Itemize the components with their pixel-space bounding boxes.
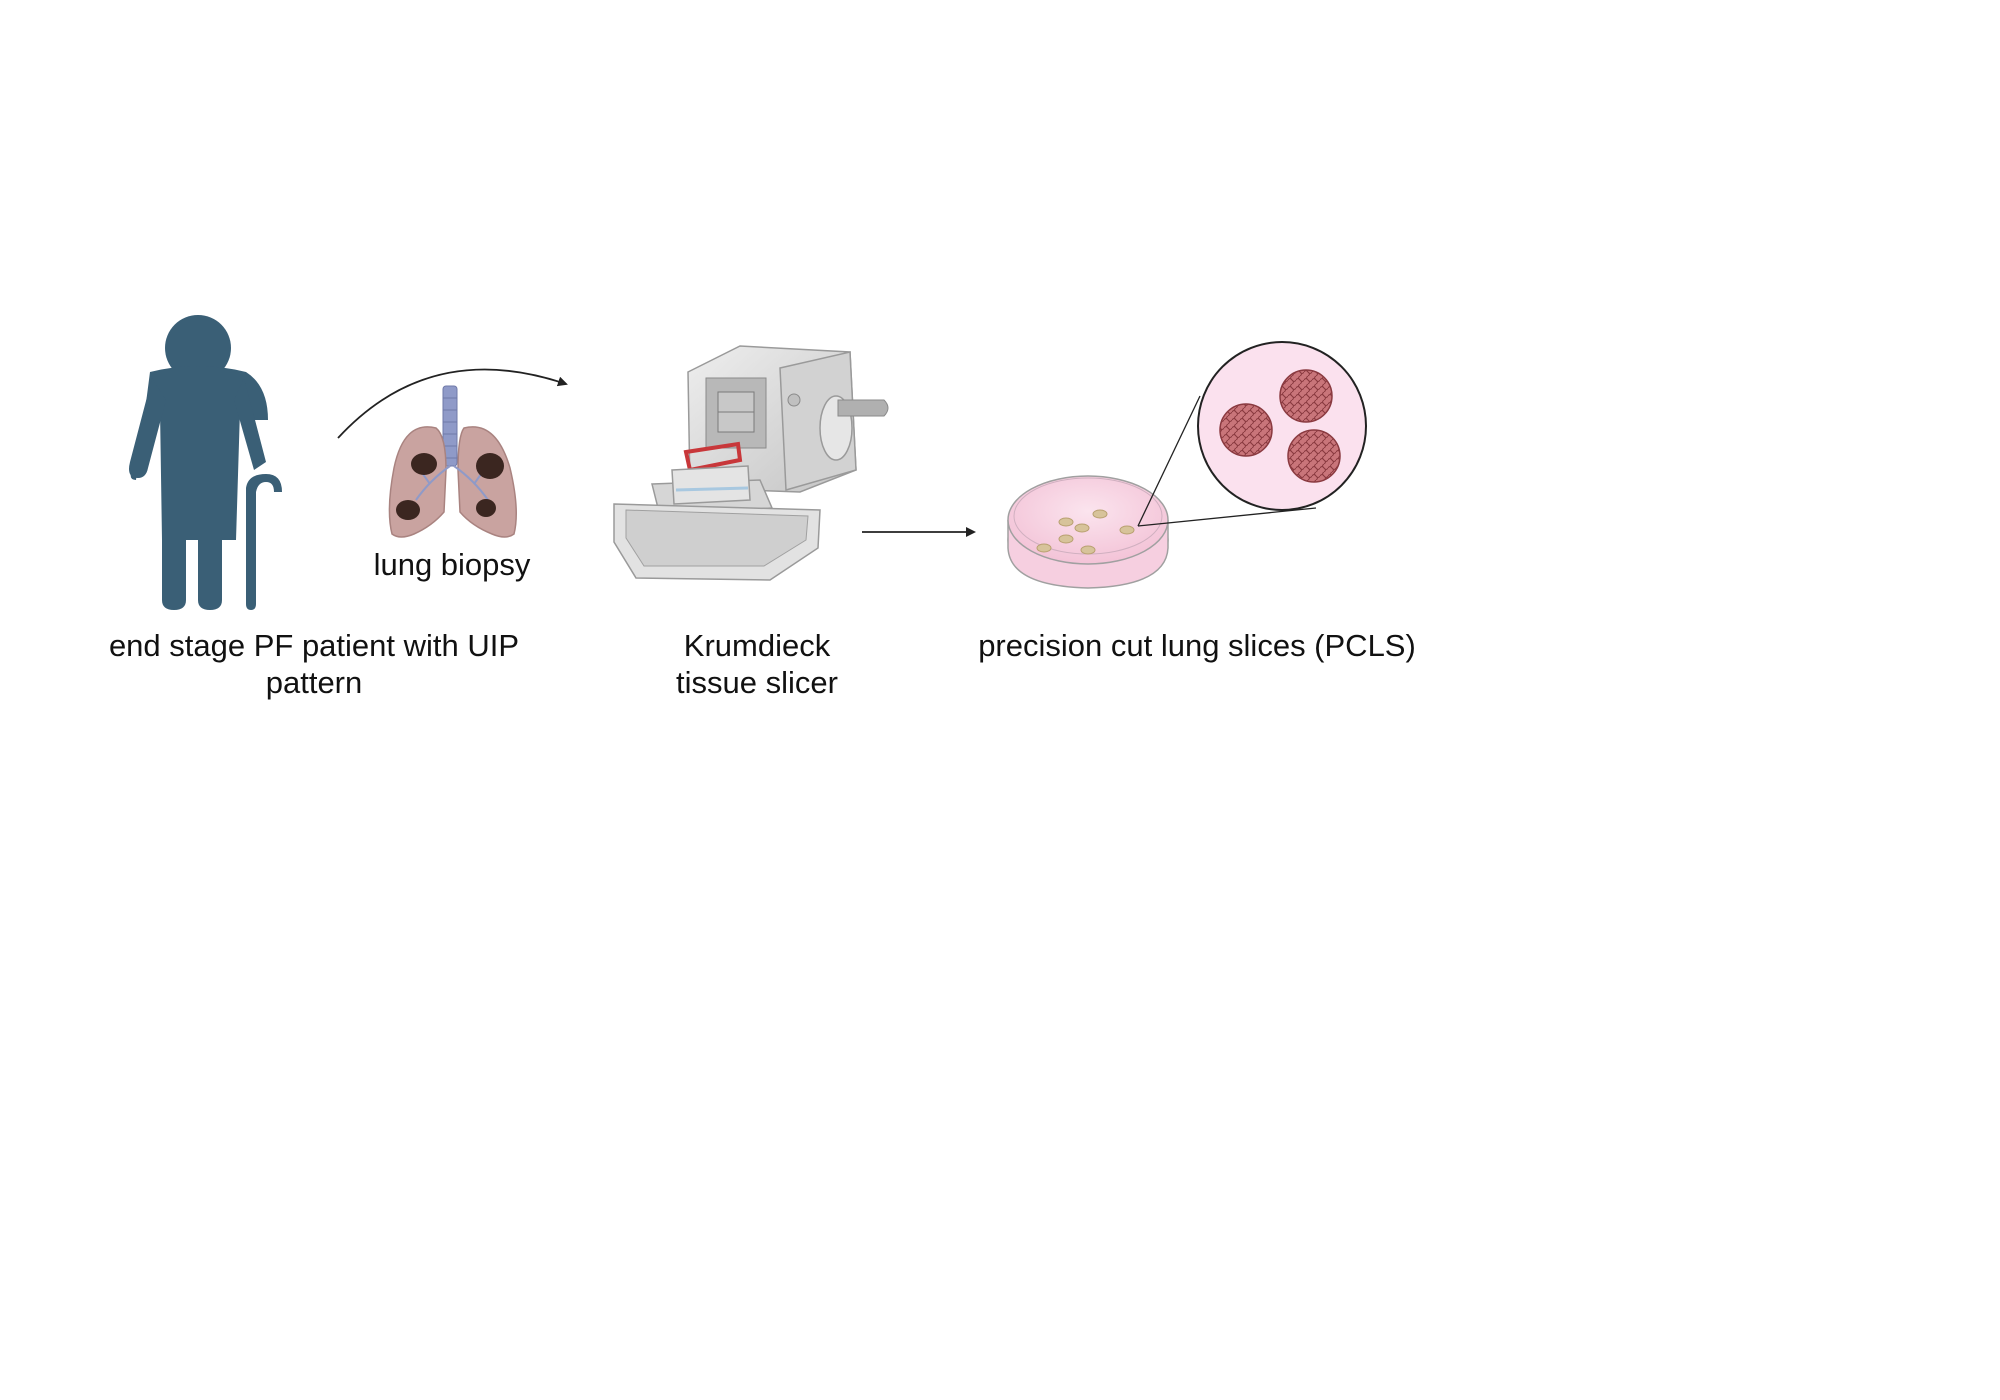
lung-slice-icon — [1279, 369, 1333, 423]
patient-label-line-2: pattern — [266, 665, 363, 700]
lungs-with-lesions-icon — [388, 385, 517, 538]
slicer-label-line-2: tissue slicer — [676, 665, 838, 700]
workflow-diagram: lung biopsy end stage PF patient with UI… — [109, 315, 1416, 700]
krumdieck-tissue-slicer-icon — [613, 345, 889, 581]
lung-slice-icon — [1287, 429, 1341, 483]
zoom-lines — [1137, 395, 1317, 527]
lung-biopsy-label: lung biopsy — [374, 547, 531, 582]
slice-sample — [1058, 517, 1074, 527]
petri-dish-icon — [1007, 475, 1169, 589]
slicer-label-line-1: Krumdieck — [684, 628, 831, 663]
slice-sample — [1080, 545, 1096, 555]
elderly-person-with-cane-icon — [129, 315, 282, 610]
lung-slice-icon — [1219, 403, 1273, 457]
slice-sample — [1036, 543, 1052, 553]
slice-sample — [1058, 534, 1074, 544]
slice-sample — [1092, 509, 1108, 519]
zoom-circle-icon — [1197, 341, 1367, 511]
biopsy-curved-arrow — [337, 368, 568, 439]
slice-sample — [1119, 525, 1135, 535]
slice-sample — [1074, 523, 1090, 533]
patient-label-line-1: end stage PF patient with UIP — [109, 628, 519, 663]
pcls-label: precision cut lung slices (PCLS) — [978, 628, 1416, 663]
